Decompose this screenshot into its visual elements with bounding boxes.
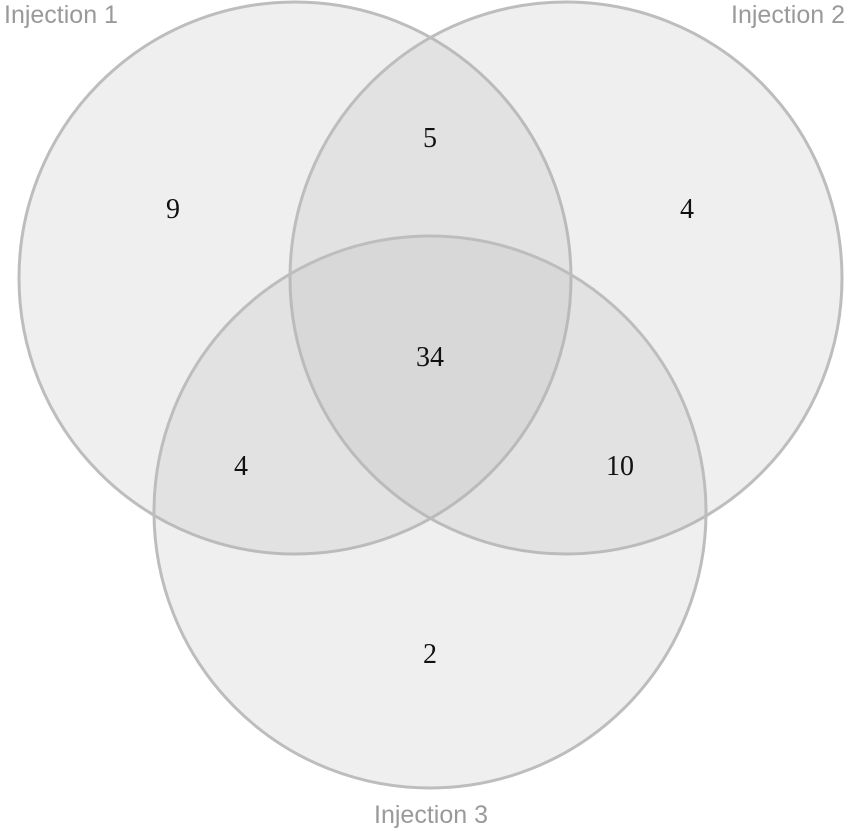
set-label-injection-1: Injection 1 [4,1,118,29]
set-circle-injection-2 [288,0,844,556]
region-count-1-and-3: 4 [234,451,248,482]
region-count-all: 34 [416,342,444,373]
set-circle-injection-1 [17,0,573,556]
region-count-only-3: 2 [423,639,437,670]
region-count-2-and-3: 10 [606,451,634,482]
set-circle-injection-3 [152,234,708,790]
region-count-only-1: 9 [166,194,180,225]
set-label-injection-3: Injection 3 [374,801,488,829]
region-count-1-and-2: 5 [423,123,437,154]
region-count-only-2: 4 [680,194,694,225]
set-label-injection-2: Injection 2 [731,1,845,29]
